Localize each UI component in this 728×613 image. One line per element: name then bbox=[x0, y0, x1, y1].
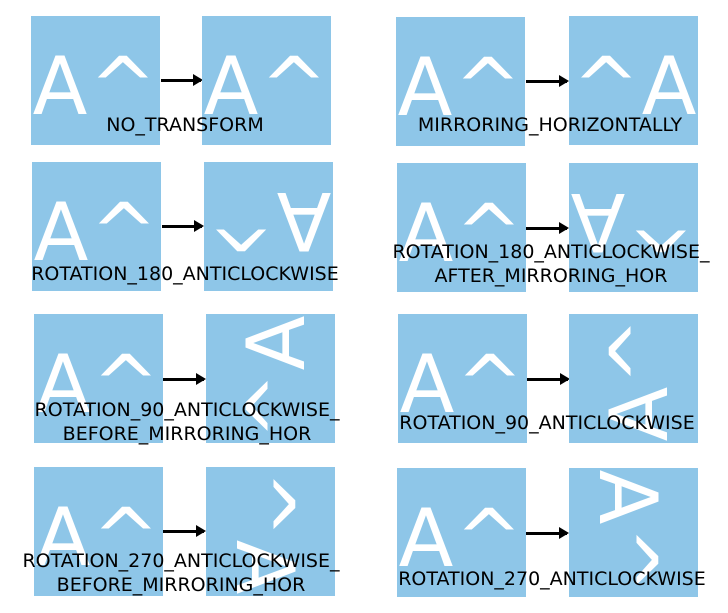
result-tile: A^ bbox=[206, 314, 335, 443]
label-line: BEFORE_MIRRORING_HOR bbox=[62, 423, 312, 445]
panel-label: MIRRORING_HORIZONTALLY bbox=[365, 113, 728, 137]
source-tile: A^ bbox=[397, 468, 526, 597]
result-tile: A^ bbox=[202, 16, 331, 145]
arrow bbox=[163, 373, 206, 385]
arrow bbox=[526, 527, 569, 539]
source-glyph: A^ bbox=[397, 40, 524, 134]
source-tile: A^ bbox=[396, 17, 525, 146]
label-line: ROTATION_270_ANTICLOCKWISE_ bbox=[22, 550, 340, 572]
label-line: BEFORE_MIRRORING_HOR bbox=[56, 574, 306, 596]
label-line: AFTER_MIRRORING_HOR bbox=[434, 265, 668, 287]
source-tile: A^ bbox=[32, 162, 161, 291]
label-line: NO_TRANSFORM bbox=[106, 114, 264, 136]
result-tile: A^ bbox=[206, 467, 335, 596]
source-glyph: A^ bbox=[33, 185, 160, 279]
source-glyph: A^ bbox=[32, 39, 159, 133]
source-glyph: A^ bbox=[399, 337, 526, 431]
panel-label: ROTATION_90_ANTICLOCKWISE bbox=[372, 411, 722, 435]
result-tile: A^ bbox=[569, 468, 698, 597]
label-line: ROTATION_180_ANTICLOCKWISE_ bbox=[392, 241, 710, 263]
label-line: MIRRORING_HORIZONTALLY bbox=[417, 114, 683, 136]
arrow bbox=[526, 75, 569, 87]
panel-label: ROTATION_270_ANTICLOCKWISE_ BEFORE_MIRRO… bbox=[6, 549, 356, 597]
result-glyph: A^ bbox=[203, 39, 330, 133]
arrow bbox=[162, 220, 204, 232]
label-line: ROTATION_90_ANTICLOCKWISE bbox=[399, 412, 695, 434]
source-glyph: A^ bbox=[35, 337, 162, 431]
panel-label: ROTATION_180_ANTICLOCKWISE_ AFTER_MIRROR… bbox=[376, 240, 726, 288]
source-glyph: A^ bbox=[398, 491, 525, 585]
arrow bbox=[163, 525, 206, 537]
panel-label: ROTATION_90_ANTICLOCKWISE_ BEFORE_MIRROR… bbox=[12, 398, 362, 446]
arrow bbox=[161, 74, 203, 86]
source-tile: A^ bbox=[398, 314, 527, 443]
result-tile: A^ bbox=[204, 162, 333, 291]
label-line: ROTATION_90_ANTICLOCKWISE_ bbox=[34, 399, 340, 421]
source-glyph: A^ bbox=[35, 490, 162, 584]
arrow bbox=[527, 373, 570, 385]
source-tile: A^ bbox=[397, 163, 526, 292]
result-tile: A^ bbox=[569, 163, 698, 292]
panel-label: ROTATION_270_ANTICLOCKWISE bbox=[377, 567, 727, 591]
panel-label: ROTATION_180_ANTICLOCKWISE bbox=[0, 262, 370, 286]
panel-label: NO_TRANSFORM bbox=[0, 113, 370, 137]
label-line: ROTATION_180_ANTICLOCKWISE bbox=[31, 263, 339, 285]
source-tile: A^ bbox=[34, 467, 163, 596]
label-line: ROTATION_270_ANTICLOCKWISE bbox=[398, 568, 706, 590]
result-tile: A^ bbox=[569, 16, 698, 145]
arrow bbox=[526, 222, 569, 234]
source-tile: A^ bbox=[34, 314, 163, 443]
source-glyph: A^ bbox=[398, 186, 525, 280]
result-tile: A^ bbox=[569, 314, 698, 443]
source-tile: A^ bbox=[31, 16, 160, 145]
